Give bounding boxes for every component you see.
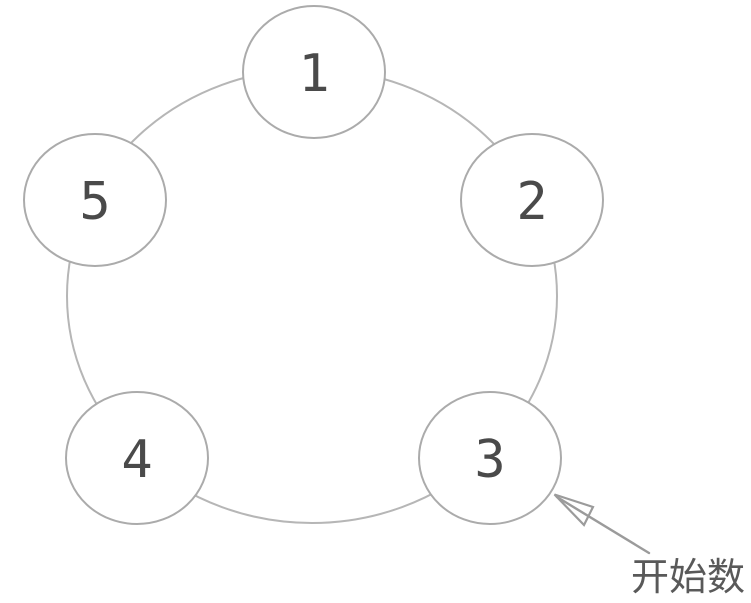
- node-2-label: 2: [516, 172, 547, 232]
- node-4: 4: [65, 391, 209, 525]
- node-1: 1: [242, 5, 386, 139]
- annotation-arrow: [553, 493, 651, 555]
- node-1-circle: [242, 5, 386, 139]
- node-1-label: 1: [298, 44, 329, 104]
- annotation-label: 开始数: [631, 555, 745, 599]
- node-2-circle: [460, 133, 604, 267]
- node-3-circle: [418, 391, 562, 525]
- node-5: 5: [23, 133, 167, 267]
- node-2: 2: [460, 133, 604, 267]
- node-5-label: 5: [79, 172, 110, 232]
- node-4-circle: [65, 391, 209, 525]
- node-3: 3: [418, 391, 562, 525]
- node-5-circle: [23, 133, 167, 267]
- node-4-label: 4: [121, 430, 152, 490]
- node-3-label: 3: [474, 430, 505, 490]
- arrow-shaft-line: [555, 495, 651, 555]
